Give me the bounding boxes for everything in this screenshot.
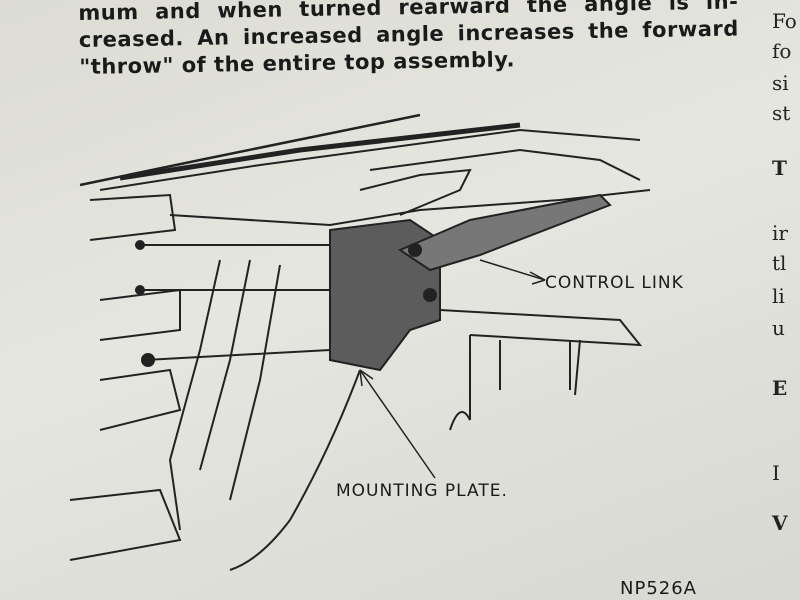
text-fragment: si [772,71,789,95]
text-fragment: fo [772,39,792,63]
text-fragment: ir [772,221,788,245]
text-fragment: li [772,284,785,308]
text-fragment: V [772,511,788,535]
text-fragment: u [772,316,785,340]
text-fragment: Fo [772,9,797,33]
figure-id: NP526A [620,578,697,599]
text-fragment: E [772,376,788,400]
mounting-plate-label: MOUNTING PLATE. [336,481,508,501]
control-link-label: CONTROL LINK [545,273,684,293]
text-fragment: T [772,156,787,180]
text-fragment: tl [772,251,787,275]
text-fragment: I [772,461,780,485]
text-fragment: st [772,101,791,125]
